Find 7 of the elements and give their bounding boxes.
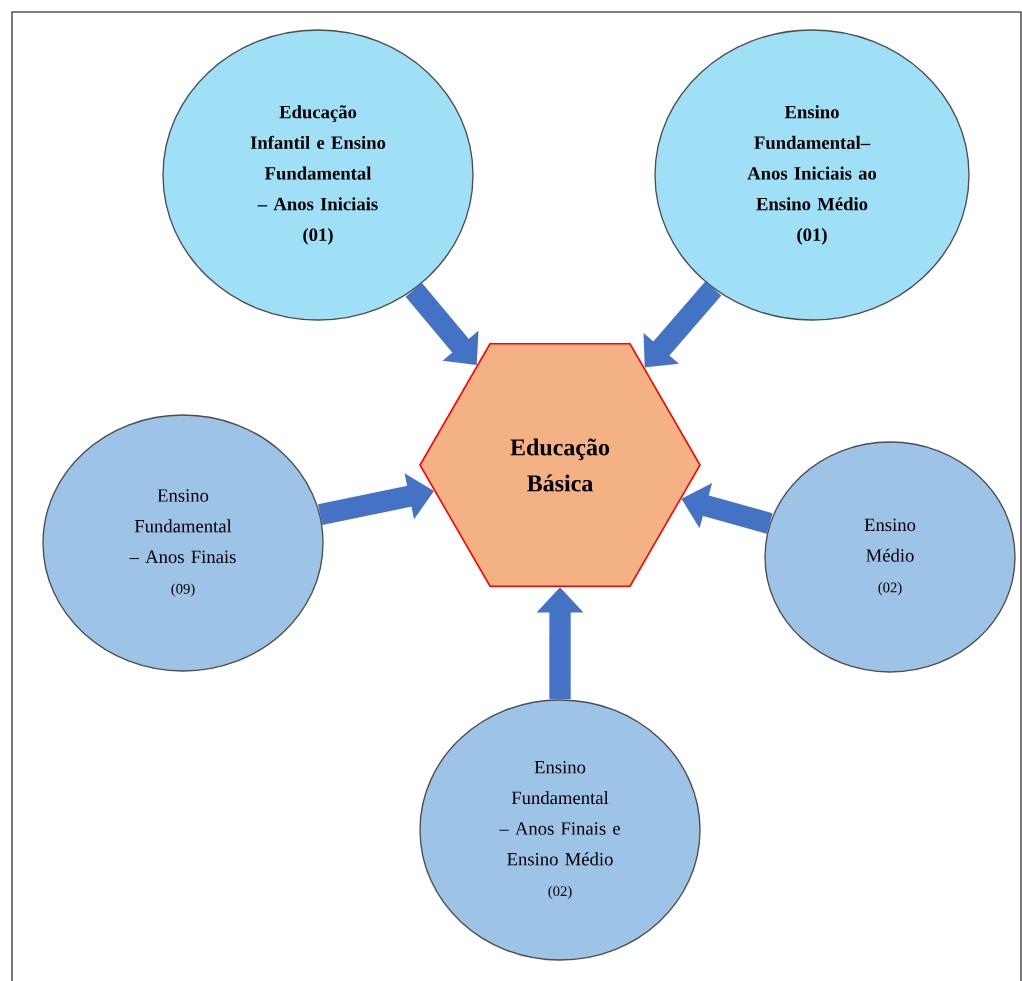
ellipse-node: Ensino Médio (02) — [764, 441, 1016, 673]
ellipse-node: Ensino Fundamental – Anos Finais e Ensino Médio (02) — [419, 699, 701, 961]
ellipse-node: Ensino Fundamental – Anos Finais (09) — [42, 414, 324, 672]
ellipse-node: Ensino Fundamental– Anos Iniciais ao Ensino Médio (01) — [654, 29, 970, 321]
block-arrow — [643, 281, 722, 368]
hexagon: Educação Básica — [419, 342, 701, 588]
ellipse-node: Educação Infantil e Ensino Fundamental – Anos Iniciais (01) — [162, 29, 474, 321]
